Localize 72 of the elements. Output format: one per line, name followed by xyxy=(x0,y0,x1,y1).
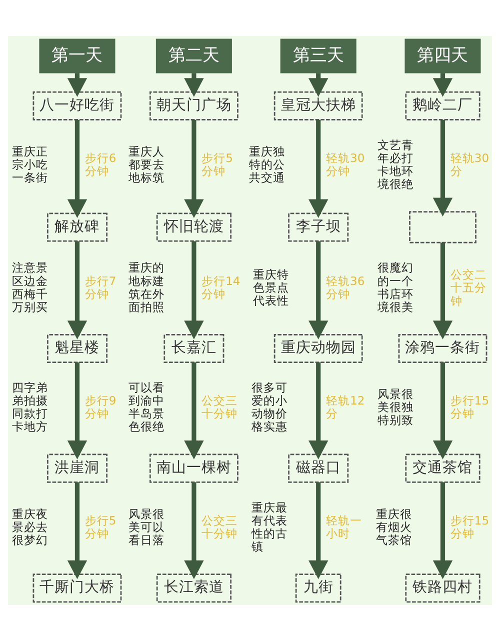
node-box: 第二天 xyxy=(156,38,232,73)
arrow xyxy=(184,482,204,579)
edge-label: 公交三十分钟 xyxy=(202,393,238,420)
node-box: 怀旧轮渡 xyxy=(156,212,232,242)
node-box: 重庆动物园 xyxy=(274,334,363,363)
node-label: 重庆夜景必去很梦幻 xyxy=(12,506,48,546)
node-label: 重庆独特的公共交通 xyxy=(249,144,286,184)
arrow xyxy=(67,119,88,218)
edge-label: 轻轨30分钟 xyxy=(326,150,365,178)
edge-label: 步行14分钟 xyxy=(202,273,240,300)
node-box: 第三天 xyxy=(280,38,356,73)
node-box: 长江索道 xyxy=(156,573,232,602)
edge-label: 公交二十五分钟 xyxy=(450,267,486,308)
arrow xyxy=(184,119,204,218)
node-label: 很魔幻的一个书店环境很美 xyxy=(377,260,414,314)
node-label: 四字弟弟拍摄同款打卡地方 xyxy=(12,380,48,434)
arrow xyxy=(67,482,88,579)
node-box: 洪崖洞 xyxy=(46,453,108,482)
node-label: 重庆的地标建筑在外面拍照 xyxy=(128,260,165,314)
arrow xyxy=(432,362,453,459)
node-box: 八一好吃街 xyxy=(32,90,122,120)
node-box: 铁路四村 xyxy=(405,573,480,602)
edge-label: 步行15分钟 xyxy=(450,512,490,540)
node-label: 很多可爱的小动物价格实惠 xyxy=(252,380,288,434)
node-box: 长嘉汇 xyxy=(164,334,224,363)
arrow xyxy=(67,240,88,339)
arrow xyxy=(308,482,328,579)
arrow xyxy=(308,119,328,218)
node-label: 重庆特色景点代表性 xyxy=(253,266,290,307)
edge-label: 步行5分钟 xyxy=(202,150,233,178)
node-box: 第一天 xyxy=(39,38,116,73)
edge-label: 轻轨30分 xyxy=(450,150,490,178)
node-box: 魁星楼 xyxy=(46,334,108,363)
arrow xyxy=(67,362,88,459)
node-box: 朝天门广场 xyxy=(149,90,238,120)
node-box: 第四天 xyxy=(404,38,481,73)
arrow xyxy=(432,242,453,339)
node-label: 重庆人都要去地标筑 xyxy=(128,144,165,184)
node-label: 重庆最有代表性的古镇 xyxy=(252,500,288,553)
edge-label: 轻轨12分 xyxy=(326,393,365,420)
node-box xyxy=(409,210,476,243)
edge-label: 步行7分钟 xyxy=(84,273,116,300)
node-box: 南山一棵树 xyxy=(149,453,238,482)
node-label: 风景很美可以看日落 xyxy=(128,506,165,546)
node-box: 鹅岭二厂 xyxy=(405,90,480,120)
edge-label: 轻轨36分钟 xyxy=(326,273,365,300)
arrow xyxy=(184,362,204,459)
node-label: 重庆正宗小吃一条街 xyxy=(12,144,48,184)
node-box: 涂鸦一条街 xyxy=(398,334,488,363)
node-label: 重庆很有烟火气茶馆 xyxy=(376,506,412,546)
edge-label: 步行6分钟 xyxy=(84,150,116,178)
node-box: 交通茶馆 xyxy=(405,453,480,482)
node-box: 千厮门大桥 xyxy=(32,573,122,602)
arrow xyxy=(432,482,453,579)
node-box: 九街 xyxy=(295,573,342,602)
edge-label: 步行9分钟 xyxy=(84,393,116,420)
arrow xyxy=(184,240,204,339)
arrow xyxy=(432,119,453,216)
node-box: 磁器口 xyxy=(288,453,349,482)
node-box: 解放碑 xyxy=(46,212,108,242)
node-label: 文艺青年必打卡地环境很绝 xyxy=(377,137,414,191)
node-label: 可以看到渝中半岛景色很绝 xyxy=(128,380,165,434)
edge-label: 轻轨一小时 xyxy=(326,512,362,540)
edge-label: 公交三十分钟 xyxy=(202,512,238,540)
arrow xyxy=(308,362,328,459)
node-label: 风景很美很独特别致 xyxy=(377,386,414,427)
arrow xyxy=(308,240,328,339)
node-box: 李子坝 xyxy=(288,212,349,242)
node-box: 皇冠大扶梯 xyxy=(274,90,363,120)
node-label: 注意景区边金西梅千万别买 xyxy=(12,260,48,314)
edge-label: 步行5分钟 xyxy=(84,512,116,540)
edge-label: 步行15分钟 xyxy=(450,393,490,420)
